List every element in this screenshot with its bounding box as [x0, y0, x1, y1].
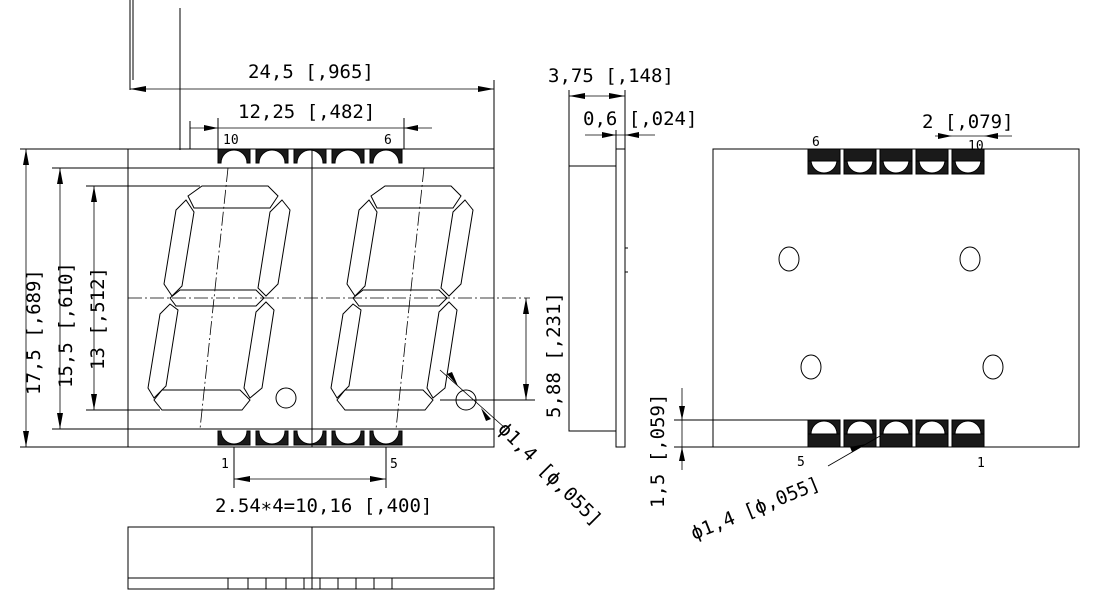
mounting-hole — [982, 354, 1004, 380]
hole-diameter-dimension: ϕ1,4 [ϕ,055] — [688, 473, 824, 545]
dp-diameter-dimension: ϕ1,4 [ϕ,055] — [493, 418, 606, 531]
mounting-hole — [800, 354, 822, 380]
back-body-outline — [712, 148, 1080, 448]
width-dimension: 24,5 [,965] — [248, 61, 374, 83]
pin-1-label: 1 — [221, 457, 229, 472]
side-view: 3,75 [,148] 0,6 [,024] — [548, 65, 697, 448]
inner-height-dimension: 15,5 [,610] — [55, 262, 77, 388]
height-dimension: 17,5 [,689] — [23, 269, 45, 395]
side-body — [568, 165, 617, 432]
pin-10-label: 10 — [223, 133, 239, 148]
back-pin-5-label: 5 — [797, 455, 805, 470]
side-plate — [615, 148, 626, 448]
pin-5-label: 5 — [390, 457, 398, 472]
pitch-dimension: 2.54∗4=10,16 [,400] — [215, 495, 432, 517]
front-bottom-pads — [217, 430, 403, 446]
depth-dimension: 3,75 [,148] — [548, 65, 674, 87]
decimal-point-left — [275, 387, 297, 409]
back-view: 6 10 5 1 2 [,079] 1,5 [,059] ϕ1,4 [ϕ,055… — [647, 111, 1080, 545]
back-top-pads — [807, 148, 985, 175]
pin-6-label: 6 — [384, 133, 392, 148]
back-pin-10-label: 10 — [968, 139, 984, 154]
back-pin-6-label: 6 — [812, 135, 820, 150]
bottom-view — [127, 526, 495, 590]
front-view: 10 6 1 5 24,5 [,965] 12,25 [,482] 17,5 [… — [20, 0, 606, 531]
pad-width-dimension: 2 [,079] — [922, 111, 1014, 133]
mounting-hole — [959, 246, 981, 272]
back-pin-1-label: 1 — [977, 456, 985, 471]
front-top-pads — [217, 148, 403, 164]
pin-span-dimension: 12,25 [,482] — [238, 101, 375, 123]
digit-height-dimension: 13 [,512] — [87, 267, 109, 370]
pad-height-dimension: 1,5 [,059] — [647, 394, 669, 508]
back-bottom-pads — [807, 419, 985, 448]
thickness-dimension: 0,6 [,024] — [583, 108, 697, 130]
mounting-hole — [778, 246, 800, 272]
mid-offset-dimension: 5,88 [,231] — [543, 292, 565, 418]
